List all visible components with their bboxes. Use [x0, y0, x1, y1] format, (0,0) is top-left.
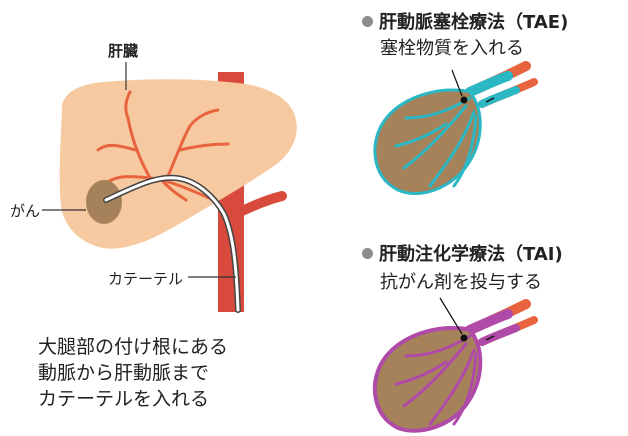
- liver-label: 肝臓: [108, 40, 138, 61]
- tae-title: 肝動脈塞栓療法（TAE): [379, 8, 568, 34]
- tae-heading: 肝動脈塞栓療法（TAE): [362, 8, 568, 34]
- procedure-caption: 大腿部の付け根にある 動脈から肝動脈まで カテーテルを入れる: [38, 334, 228, 412]
- tae-injection-dot: [461, 97, 468, 104]
- tai-injection-dot: [461, 335, 468, 342]
- tae-illustration: [375, 66, 534, 194]
- bullet-icon: [362, 248, 373, 259]
- catheter-label: カテーテル: [108, 268, 183, 289]
- tai-tumor: [375, 328, 480, 431]
- tai-heading: 肝動注化学療法（TAI): [362, 240, 563, 266]
- tae-subtitle: 塞栓物質を入れる: [380, 34, 524, 60]
- liver-shape: [60, 79, 297, 248]
- cancer-label: がん: [10, 200, 40, 221]
- tai-subtitle: 抗がん剤を投与する: [380, 268, 542, 294]
- bullet-icon: [362, 16, 373, 27]
- tai-illustration: [375, 298, 534, 431]
- tai-title: 肝動注化学療法（TAI): [379, 240, 563, 266]
